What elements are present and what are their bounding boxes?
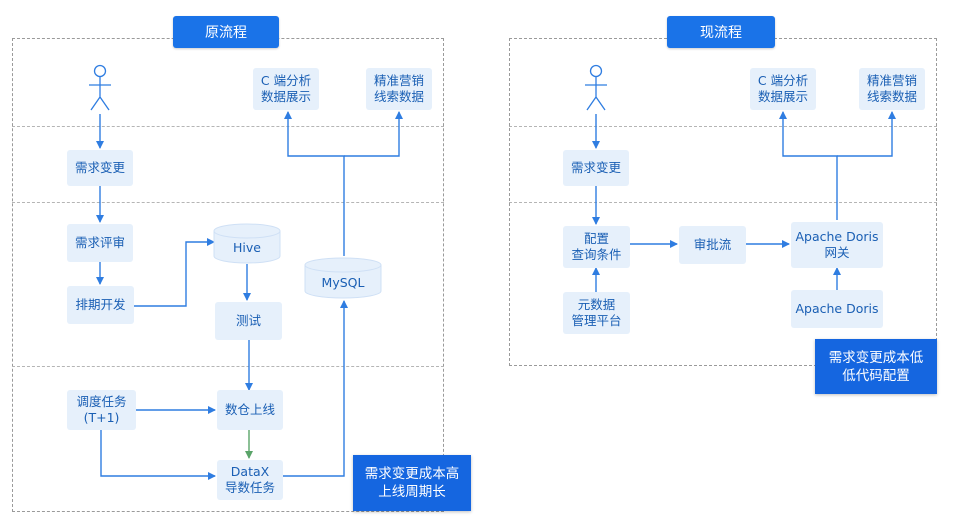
left-title: 原流程 bbox=[173, 16, 279, 48]
right-title: 现流程 bbox=[667, 16, 775, 48]
demand-change-node-r: 需求变更 bbox=[563, 150, 629, 186]
arrow-gateway-to-marketing bbox=[837, 111, 896, 157]
left-divider-1 bbox=[12, 126, 444, 127]
datax-node: DataX 导数任务 bbox=[217, 460, 283, 500]
test-node: 测试 bbox=[215, 302, 282, 340]
schedule-dev-node: 排期开发 bbox=[67, 286, 134, 324]
approval-node: 审批流 bbox=[679, 226, 746, 264]
person-stick-icon bbox=[89, 64, 111, 111]
arrow-mysql-to-outputs bbox=[284, 111, 345, 256]
left-divider-3 bbox=[12, 366, 444, 367]
right-divider-2 bbox=[509, 202, 937, 203]
arrow-datax-to-mysql bbox=[283, 300, 348, 477]
arrow-schedule-to-hive bbox=[134, 238, 215, 307]
person-stick-icon bbox=[585, 64, 607, 111]
arrow-sched-to-datax bbox=[100, 430, 216, 480]
hive-cylinder bbox=[213, 223, 281, 264]
c-analysis-node: C 端分析 数据展示 bbox=[253, 68, 319, 110]
left-note: 需求变更成本高 上线周期长 bbox=[353, 455, 471, 511]
c-analysis-node-r: C 端分析 数据展示 bbox=[750, 68, 816, 110]
demand-change-node: 需求变更 bbox=[67, 150, 133, 186]
gateway-node: Apache Doris 网关 bbox=[791, 222, 883, 268]
doris-node: Apache Doris bbox=[791, 290, 883, 328]
precise-marketing-node-r: 精准营销 线索数据 bbox=[859, 68, 925, 110]
demand-review-node: 需求评审 bbox=[67, 224, 133, 262]
right-divider-1 bbox=[509, 126, 937, 127]
right-note: 需求变更成本低 低代码配置 bbox=[815, 339, 937, 394]
precise-marketing-node: 精准营销 线索数据 bbox=[366, 68, 432, 110]
arrow-mysql-to-marketing bbox=[344, 111, 403, 157]
dw-online-node: 数仓上线 bbox=[217, 390, 283, 430]
left-divider-2 bbox=[12, 202, 444, 203]
hive-node: Hive bbox=[233, 240, 261, 255]
mysql-node: MySQL bbox=[321, 275, 365, 290]
metadata-node: 元数据 管理平台 bbox=[563, 292, 630, 334]
mysql-cylinder bbox=[304, 257, 382, 299]
arrow-gateway-to-outputs bbox=[779, 111, 838, 220]
config-query-node: 配置 查询条件 bbox=[563, 226, 630, 268]
sched-task-node: 调度任务 (T+1) bbox=[67, 390, 136, 430]
